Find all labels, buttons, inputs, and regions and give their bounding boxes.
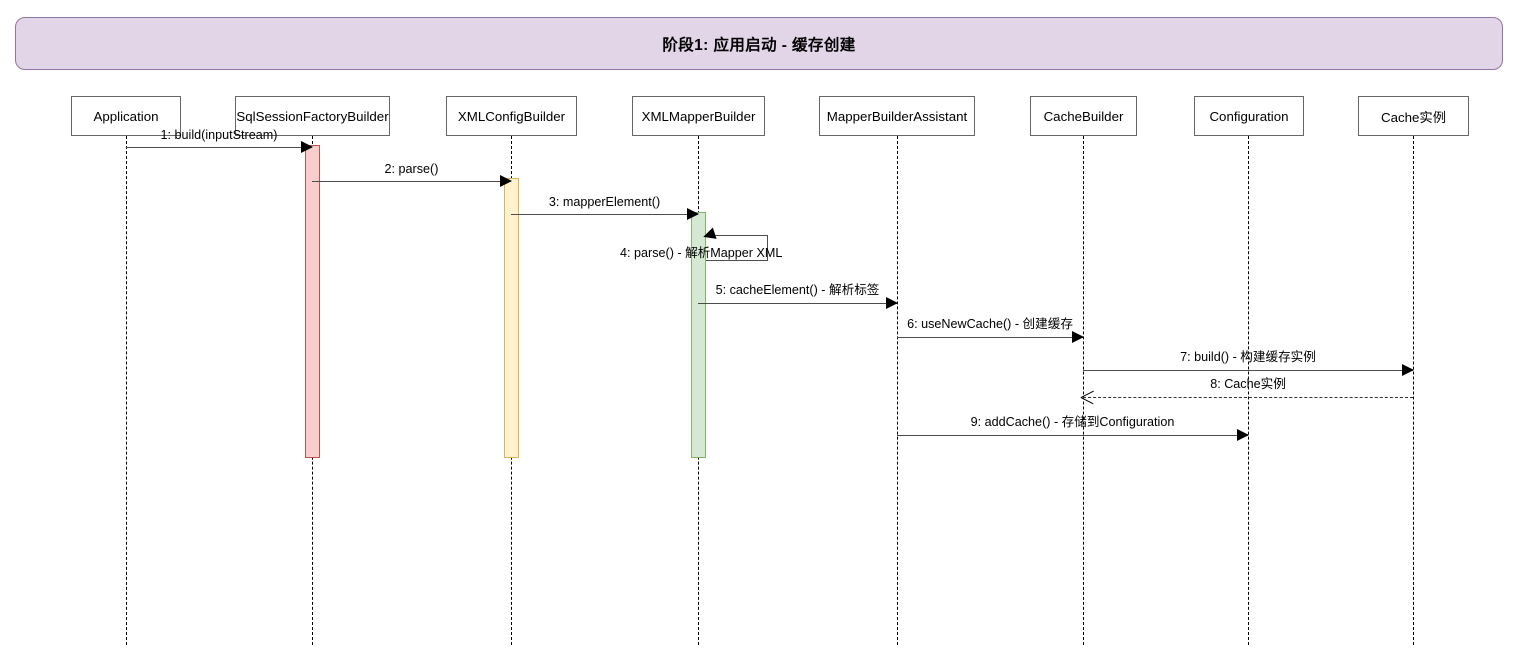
arrowhead-icon — [500, 175, 512, 187]
message-label: 4: parse() - 解析Mapper XML — [620, 246, 783, 260]
message-label: 1: build(inputStream) — [160, 128, 278, 142]
arrowhead-icon — [1072, 331, 1084, 343]
message-line — [126, 147, 312, 148]
participant-mapperbuilderassistant[interactable]: MapperBuilderAssistant — [819, 96, 975, 136]
arrowhead-icon — [301, 141, 313, 153]
participant-label: XMLConfigBuilder — [457, 108, 566, 124]
message-line — [698, 303, 897, 304]
arrowhead-open-icon — [1080, 390, 1094, 405]
phase-banner-title: 阶段1: 应用启动 - 缓存创建 — [662, 36, 856, 54]
message-label: 9: addCache() - 存储到Configuration — [970, 415, 1175, 429]
message-line — [897, 337, 1083, 338]
arrowhead-icon — [1402, 364, 1414, 376]
participant-application[interactable]: Application — [71, 96, 181, 136]
message-line — [312, 181, 511, 182]
self-message-right-segment — [767, 235, 768, 261]
lifeline-cachebuilder — [1083, 136, 1084, 645]
arrowhead-icon — [886, 297, 898, 309]
lifeline-configuration — [1248, 136, 1249, 645]
participant-label: XMLMapperBuilder — [641, 108, 756, 124]
participant-label: Configuration — [1209, 108, 1289, 124]
participant-label: CacheBuilder — [1043, 108, 1124, 124]
message-label: 8: Cache实例 — [1210, 377, 1286, 391]
message-4-self[interactable]: 4: parse() - 解析Mapper XML — [620, 227, 782, 261]
participant-sqlsessionfactorybuilder[interactable]: SqlSessionFactoryBuilder — [235, 96, 390, 136]
lifeline-cacheinstance — [1413, 136, 1414, 645]
participant-cachebuilder[interactable]: CacheBuilder — [1030, 96, 1137, 136]
participant-cacheinstance[interactable]: Cache实例 — [1358, 96, 1469, 136]
lifeline-mapperbuilderassistant — [897, 136, 898, 645]
participant-label: SqlSessionFactoryBuilder — [236, 108, 389, 124]
participant-label: Cache实例 — [1380, 109, 1447, 125]
participant-configuration[interactable]: Configuration — [1194, 96, 1304, 136]
message-line — [897, 435, 1248, 436]
message-line — [1083, 370, 1413, 371]
message-line — [1083, 397, 1413, 398]
arrowhead-icon — [701, 227, 717, 243]
activation-bar-sqlsessionfactorybuilder — [305, 145, 320, 458]
message-label: 2: parse() — [384, 162, 439, 176]
arrowhead-icon — [1237, 429, 1249, 441]
message-label: 7: build() - 构建缓存实例 — [1180, 350, 1316, 364]
message-label: 5: cacheElement() - 解析标签 — [715, 283, 880, 297]
arrowhead-icon — [687, 208, 699, 220]
activation-bar-xmlconfigbuilder — [504, 178, 519, 458]
message-label: 6: useNewCache() - 创建缓存 — [907, 317, 1073, 331]
participant-label: Application — [93, 108, 159, 124]
self-message-top-segment — [706, 235, 768, 236]
message-line — [511, 214, 698, 215]
participant-xmlconfigbuilder[interactable]: XMLConfigBuilder — [446, 96, 577, 136]
self-message-bottom-segment — [706, 260, 768, 261]
participant-label: MapperBuilderAssistant — [826, 108, 968, 124]
lifeline-application — [126, 136, 127, 645]
participant-xmlmapperbuilder[interactable]: XMLMapperBuilder — [632, 96, 765, 136]
message-label: 3: mapperElement() — [548, 195, 661, 209]
phase-banner: 阶段1: 应用启动 - 缓存创建 — [15, 17, 1503, 70]
